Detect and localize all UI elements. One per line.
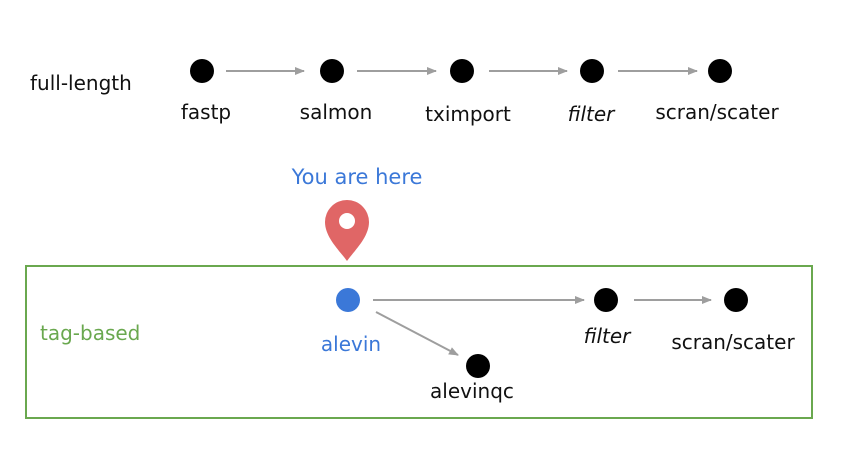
node-salmon: [320, 59, 344, 83]
node-scran-scater-tag: [724, 288, 748, 312]
node-tximport: [450, 59, 474, 83]
node-fastp: [190, 59, 214, 83]
node-alevinqc: [466, 354, 490, 378]
tag-based-pipeline: alevin filter scran/scater alevinqc: [321, 288, 795, 403]
location-pin-icon: [325, 200, 369, 261]
tag-based-label: tag-based: [40, 321, 140, 345]
node-alevin: [336, 288, 360, 312]
label-salmon: salmon: [300, 100, 373, 124]
node-filter-tag: [594, 288, 618, 312]
node-scran-scater: [708, 59, 732, 83]
arrow-alevin-alevinqc: [375, 311, 459, 356]
tag-based-box: [25, 265, 813, 419]
label-tximport: tximport: [425, 102, 511, 126]
full-length-label: full-length: [30, 71, 132, 95]
label-filter-tag: filter: [584, 324, 633, 348]
full-length-pipeline: fastp salmon tximport filter scran/scate…: [181, 59, 779, 126]
label-filter: filter: [568, 102, 617, 126]
label-alevinqc: alevinqc: [430, 379, 514, 403]
you-are-here-label: You are here: [291, 165, 423, 189]
label-alevin: alevin: [321, 332, 381, 356]
node-filter: [580, 59, 604, 83]
label-scran-scater-tag: scran/scater: [671, 330, 795, 354]
label-fastp: fastp: [181, 100, 231, 124]
label-scran-scater: scran/scater: [655, 100, 779, 124]
